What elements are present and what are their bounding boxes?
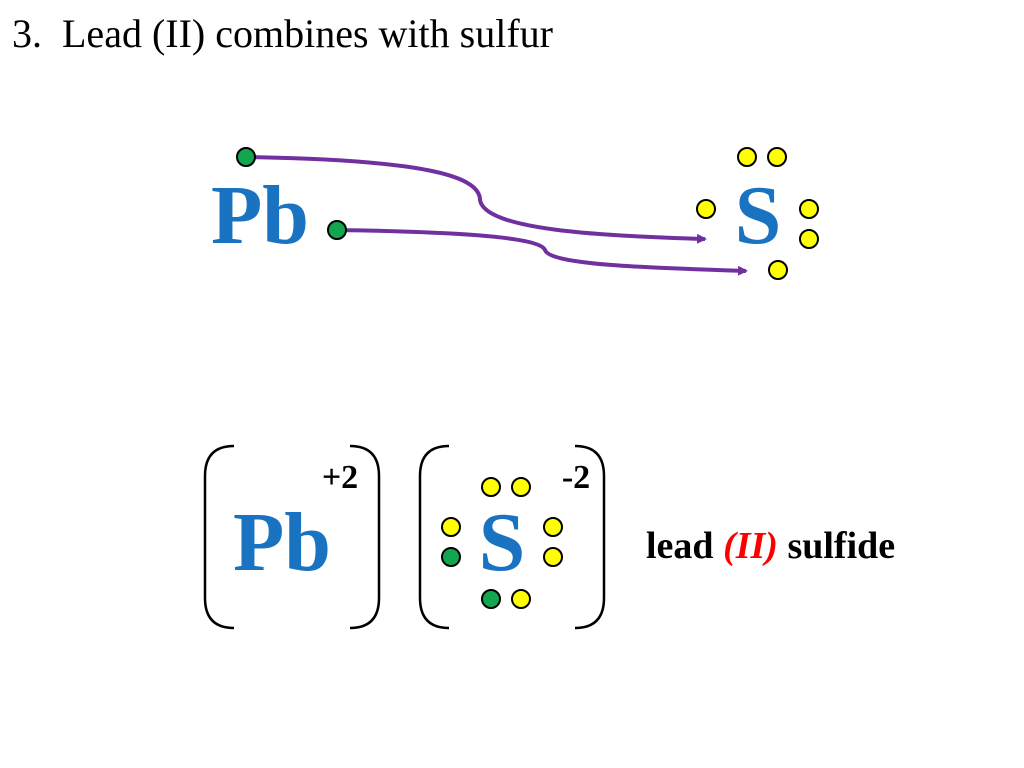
- electron-dot: [737, 147, 757, 167]
- electron-dot: [543, 517, 563, 537]
- s-valence-electrons: [696, 147, 819, 280]
- left-bracket: [418, 444, 450, 630]
- electron-dot: [481, 589, 501, 609]
- electron-dot: [236, 147, 256, 167]
- electron-dot: [799, 229, 819, 249]
- slide-title: 3. Lead (II) combines with sulfur: [12, 11, 553, 56]
- compound-name-roman: (II): [723, 525, 778, 567]
- electron-dot: [327, 220, 347, 240]
- sulfide-octet-electrons: [441, 477, 563, 609]
- electron-dot: [767, 147, 787, 167]
- pb-symbol-reactant: Pb: [211, 169, 309, 262]
- right-bracket: [574, 444, 606, 630]
- electron-dot: [511, 589, 531, 609]
- electron-dot: [511, 477, 531, 497]
- s-symbol-reactant: S: [735, 169, 782, 262]
- left-bracket: [203, 444, 235, 630]
- electron-dot: [441, 547, 461, 567]
- compound-name: lead (II) sulfide: [646, 525, 895, 567]
- transfer-arrow-1: [245, 155, 707, 244]
- electron-dot: [696, 199, 716, 219]
- electron-dot: [543, 547, 563, 567]
- electron-dot: [799, 199, 819, 219]
- right-bracket: [349, 444, 381, 630]
- transfer-arrow-2: [336, 228, 748, 276]
- cation-charge: +2: [322, 459, 358, 496]
- cation-bracket: [203, 444, 381, 630]
- electron-dot: [768, 260, 788, 280]
- pb-symbol-ion: Pb: [233, 496, 331, 589]
- anion-bracket: [418, 444, 606, 630]
- compound-name-lead: lead: [646, 525, 723, 567]
- electron-dot: [441, 517, 461, 537]
- pb-valence-electrons: [236, 147, 347, 240]
- electron-dot: [481, 477, 501, 497]
- s-symbol-ion: S: [479, 496, 526, 589]
- transfer-arrows: [245, 155, 748, 276]
- compound-name-sulfide: sulfide: [778, 525, 895, 567]
- anion-charge: -2: [562, 459, 590, 496]
